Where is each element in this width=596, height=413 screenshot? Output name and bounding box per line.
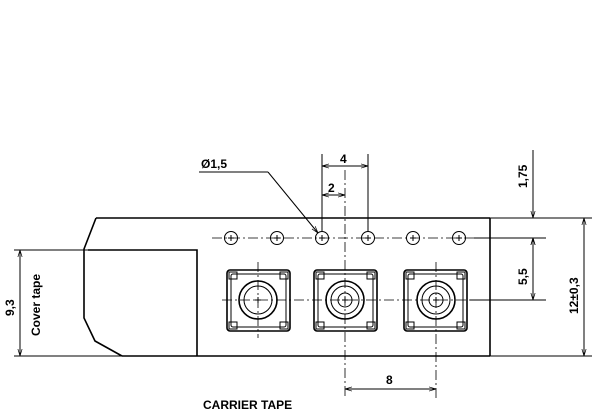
hole-diameter-label: Ø1,5 xyxy=(201,157,227,171)
sprocket-holes xyxy=(224,231,466,245)
tape-width-label: 12±0,3 xyxy=(567,277,581,314)
cover-tape-width-label: 9,3 xyxy=(3,299,17,316)
dimension-right-side xyxy=(470,150,592,357)
cover-tape-outline xyxy=(88,249,198,356)
pocket-1 xyxy=(226,269,291,332)
hole-offset-label: 2 xyxy=(328,181,335,195)
pocket-3 xyxy=(403,269,468,332)
pocket-2 xyxy=(313,269,378,332)
carrier-tape-title: CARRIER TAPE xyxy=(203,398,292,412)
hole-diameter-leader xyxy=(199,171,318,233)
carrier-tape-outline xyxy=(83,217,491,357)
pocket-pitch-label: 8 xyxy=(386,373,393,387)
cover-tape-label: Cover tape xyxy=(29,274,43,336)
sprocket-pitch-label: 4 xyxy=(340,152,347,166)
hole-to-pocket-label: 5,5 xyxy=(516,268,530,285)
dimension-sprocket-pitch xyxy=(321,154,369,231)
edge-to-hole-label: 1,75 xyxy=(516,164,530,188)
dimension-cover-tape xyxy=(14,249,122,357)
